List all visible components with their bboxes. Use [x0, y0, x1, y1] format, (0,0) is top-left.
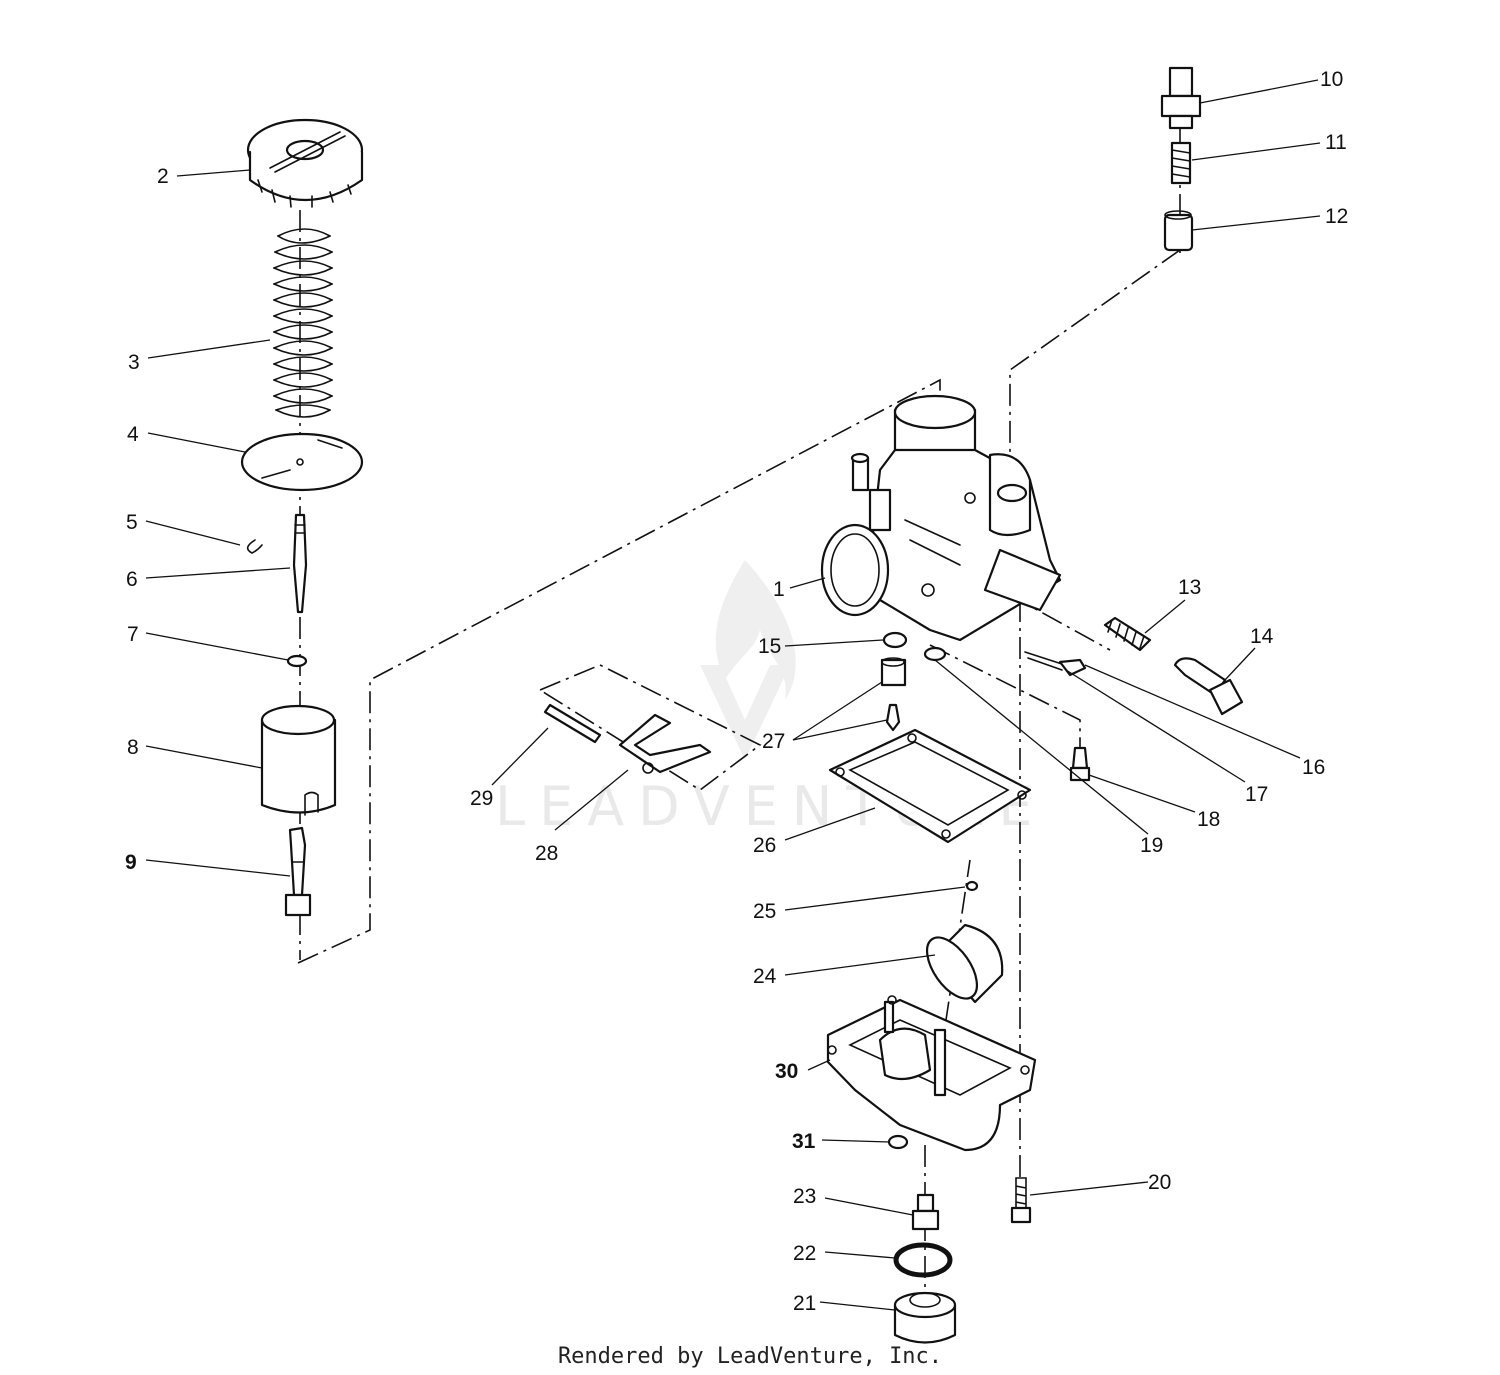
part-24-float — [925, 923, 1004, 1004]
leader-lines — [145, 79, 1321, 1311]
callout-25: 25 — [753, 900, 776, 923]
part-22-o-ring — [893, 1242, 953, 1278]
part-29-float-pin — [543, 703, 602, 744]
callout-labels: 1 2 3 4 5 6 7 8 9 10 11 12 13 14 15 16 1… — [125, 68, 1348, 1315]
callout-4: 4 — [127, 423, 139, 446]
part-12-cap — [1163, 210, 1194, 252]
callout-28: 28 — [535, 842, 558, 865]
callout-7: 7 — [127, 623, 139, 646]
callout-15: 15 — [758, 635, 781, 658]
part-1-carburetor-body — [820, 394, 1062, 642]
callout-26: 26 — [753, 834, 776, 857]
callout-19: 19 — [1140, 834, 1163, 857]
part-21-plug — [893, 1291, 957, 1344]
callout-5: 5 — [126, 511, 138, 534]
footer-credit: Rendered by LeadVenture, Inc. — [558, 1344, 942, 1369]
callout-1: 1 — [773, 578, 785, 601]
part-19-washer — [923, 646, 947, 662]
part-10-screw — [1160, 66, 1202, 130]
callout-10: 10 — [1320, 68, 1343, 91]
callout-31: 31 — [792, 1130, 816, 1153]
part-13-spring — [1103, 616, 1152, 652]
part-4-plate — [240, 432, 364, 492]
callout-13: 13 — [1178, 576, 1201, 599]
callout-14: 14 — [1250, 625, 1274, 648]
part-26-gasket — [828, 728, 1032, 844]
part-9-jet — [284, 826, 312, 917]
part-16-17-pilot-screw — [1024, 651, 1087, 677]
callout-9: 9 — [125, 851, 137, 874]
callout-18: 18 — [1197, 808, 1220, 831]
callout-11: 11 — [1325, 131, 1347, 154]
callout-16: 16 — [1302, 756, 1325, 779]
callout-6: 6 — [126, 568, 138, 591]
part-30-float-bowl — [826, 995, 1037, 1152]
part-8-slide — [260, 704, 337, 816]
part-31-drain — [887, 1134, 909, 1150]
callout-2: 2 — [157, 165, 169, 188]
part-11-spring — [1170, 141, 1192, 185]
callout-21: 21 — [793, 1292, 816, 1315]
part-20-screw — [1010, 1177, 1032, 1224]
part-15-washer — [882, 631, 908, 649]
part-5-clip — [246, 539, 263, 554]
callout-20: 20 — [1148, 1171, 1171, 1194]
part-3-spring — [273, 228, 333, 418]
part-25-pin — [965, 880, 979, 892]
part-7-washer — [286, 654, 308, 668]
callout-12: 12 — [1325, 205, 1348, 228]
callout-30: 30 — [775, 1060, 798, 1083]
callout-8: 8 — [127, 736, 139, 759]
part-23-main-jet — [911, 1193, 940, 1231]
part-28-float-arm — [618, 713, 712, 774]
part-14-idle-screw — [1173, 657, 1244, 716]
callout-23: 23 — [793, 1185, 816, 1208]
callout-27: 27 — [762, 730, 785, 753]
part-18-jet — [1069, 746, 1091, 782]
callout-22: 22 — [793, 1242, 816, 1265]
part-27-needle-valve — [880, 657, 907, 732]
callout-3: 3 — [128, 351, 140, 374]
callout-17: 17 — [1245, 783, 1268, 806]
callout-29: 29 — [470, 787, 493, 810]
part-2-cap — [246, 118, 364, 208]
part-6-needle — [292, 513, 308, 614]
callout-24: 24 — [753, 965, 777, 988]
